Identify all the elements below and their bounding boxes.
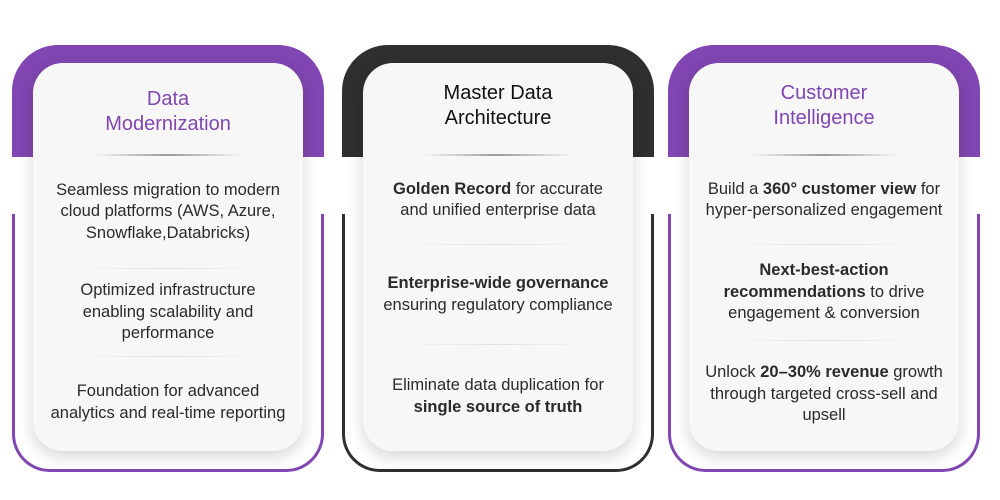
title-line: Customer bbox=[780, 82, 868, 104]
benefit-highlight: single source of truth bbox=[413, 397, 583, 416]
benefit-list: Build a 360° customer view for hyper-per… bbox=[689, 156, 959, 451]
card-title: Master Data Architecture bbox=[363, 81, 633, 131]
benefit-text-segment: to drive engagement & conversion bbox=[728, 282, 925, 323]
benefit-text-segment: Seamless migration to modern cloud platf… bbox=[56, 180, 280, 242]
benefit-item: Enterprise-wide governance ensuring regu… bbox=[363, 245, 633, 344]
title-line: Master Data bbox=[443, 82, 553, 104]
benefit-text-segment: for accurate and unified enterprise data bbox=[400, 179, 603, 220]
title-line: Modernization bbox=[105, 113, 231, 135]
card-master-data-architecture: Master Data Architecture Golden Record f… bbox=[363, 63, 633, 451]
benefit-item: Build a 360° customer view for hyper-per… bbox=[689, 156, 959, 244]
title-separator bbox=[93, 154, 243, 156]
frame-bottom-master-data-architecture bbox=[342, 214, 654, 472]
benefit-item: Foundation for advanced analytics and re… bbox=[33, 357, 303, 448]
title-line: Architecture bbox=[444, 107, 552, 129]
benefit-item: Golden Record for accurate and unified e… bbox=[363, 156, 633, 244]
item-separator bbox=[725, 340, 923, 341]
benefit-text-segment: growth through targeted cross-sell and u… bbox=[710, 363, 943, 425]
item-separator bbox=[69, 356, 267, 357]
item-separator bbox=[399, 344, 597, 345]
benefit-list: Seamless migration to modern cloud platf… bbox=[33, 156, 303, 451]
benefit-text: Seamless migration to modern cloud platf… bbox=[47, 180, 289, 245]
benefit-item: Next-best-action recommendations to driv… bbox=[689, 245, 959, 340]
benefit-item: Unlock 20–30% revenue growth through tar… bbox=[689, 341, 959, 448]
item-separator bbox=[399, 244, 597, 245]
frame-bottom-customer-intelligence bbox=[668, 214, 980, 472]
benefit-text-segment: Unlock bbox=[705, 363, 761, 382]
item-separator bbox=[725, 244, 923, 245]
title-line: Data bbox=[146, 88, 190, 110]
title-line: Intelligence bbox=[773, 107, 875, 129]
item-separator bbox=[69, 268, 267, 269]
benefit-text-segment: Build a bbox=[707, 179, 763, 198]
benefit-text: Build a 360° customer view for hyper-per… bbox=[703, 179, 945, 222]
card-title: Customer Intelligence bbox=[689, 81, 959, 131]
benefit-highlight: Enterprise-wide governance bbox=[387, 274, 609, 292]
benefit-text: Foundation for advanced analytics and re… bbox=[47, 381, 289, 424]
benefit-text: Eliminate data duplication for single so… bbox=[377, 375, 619, 418]
benefit-highlight: Next-best-action recommendations bbox=[723, 261, 889, 301]
benefit-text-segment: for hyper-personalized engagement bbox=[705, 179, 943, 220]
benefit-text-segment: Optimized infrastructure enabling scalab… bbox=[80, 281, 256, 343]
benefit-text: Next-best-action recommendations to driv… bbox=[703, 260, 945, 325]
benefit-item: Eliminate data duplication for single so… bbox=[363, 345, 633, 448]
title-separator bbox=[749, 154, 899, 156]
benefit-list: Golden Record for accurate and unified e… bbox=[363, 156, 633, 451]
benefit-text-segment: Eliminate data duplication for bbox=[392, 376, 604, 394]
card-data-modernization: Data Modernization Seamless migration to… bbox=[33, 63, 303, 451]
title-separator bbox=[423, 154, 573, 156]
benefit-highlight: Golden Record bbox=[393, 179, 512, 198]
benefit-text: Golden Record for accurate and unified e… bbox=[377, 179, 619, 222]
benefit-text-segment: ensuring regulatory compliance bbox=[383, 295, 613, 314]
card-title: Data Modernization bbox=[33, 87, 303, 137]
benefit-item: Optimized infrastructure enabling scalab… bbox=[33, 269, 303, 356]
card-customer-intelligence: Customer Intelligence Build a 360° custo… bbox=[689, 63, 959, 451]
benefit-highlight: 360° customer view bbox=[762, 179, 917, 198]
benefit-text: Optimized infrastructure enabling scalab… bbox=[47, 280, 289, 345]
benefit-text-segment: Foundation for advanced analytics and re… bbox=[50, 382, 286, 422]
benefit-text: Enterprise-wide governance ensuring regu… bbox=[377, 273, 619, 316]
benefit-highlight: 20–30% revenue bbox=[760, 363, 889, 382]
benefit-item: Seamless migration to modern cloud platf… bbox=[33, 156, 303, 268]
benefit-text: Unlock 20–30% revenue growth through tar… bbox=[703, 362, 945, 427]
frame-bottom-data-modernization bbox=[12, 214, 324, 472]
